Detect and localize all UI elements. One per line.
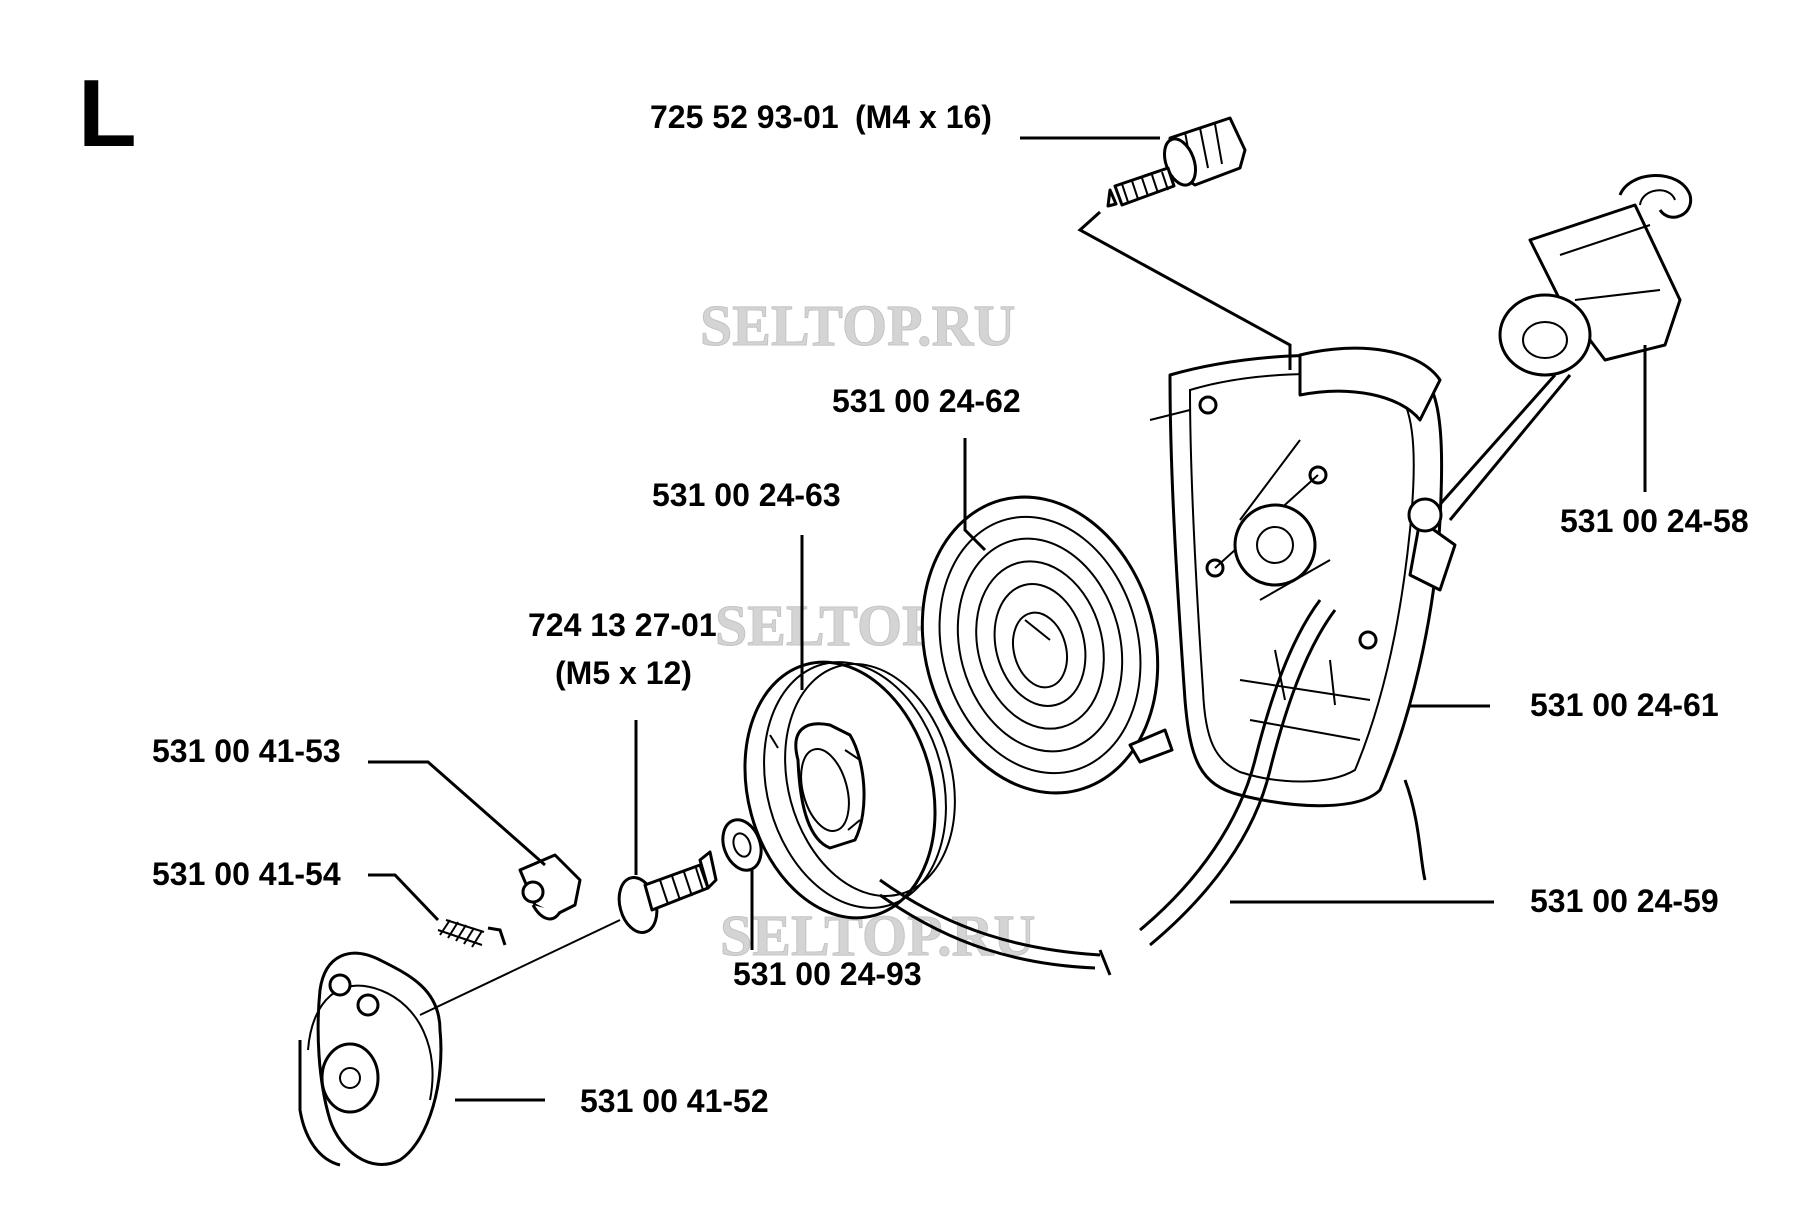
housing-drawing — [1149, 346, 1457, 881]
hub-drawing — [298, 951, 443, 1167]
section-letter: L — [78, 60, 137, 167]
cord-drawing — [879, 599, 1337, 976]
part-label-725-52-93-01: 725 52 93-01 — [650, 99, 839, 135]
part-label-531-00-41-53: 531 00 41-53 — [152, 733, 341, 769]
part-label-531-00-24-58: 531 00 24-58 — [1560, 503, 1749, 539]
spring-drawing — [920, 495, 1174, 795]
screw-drawing — [617, 850, 718, 934]
part-label-531-00-24-59: 531 00 24-59 — [1530, 883, 1719, 919]
part-label-531-00-24-62: 531 00 24-62 — [832, 383, 1021, 419]
part-label-531-00-24-61: 531 00 24-61 — [1530, 687, 1719, 723]
part-label-531-00-24-93: 531 00 24-93 — [733, 956, 922, 992]
leader-lines — [368, 136, 1647, 1102]
pawl-spring-drawing — [437, 919, 507, 948]
part-labels: 725 52 93-01 (M4 x 16) 531 00 24-62 531 … — [152, 99, 1749, 1119]
washer-drawing — [721, 818, 763, 872]
part-label-724-13-27-01: 724 13 27-01 — [528, 607, 717, 643]
pulley-drawing — [743, 660, 956, 920]
part-label-531-00-41-52: 531 00 41-52 — [580, 1083, 769, 1119]
part-spec-m5x12: (M5 x 12) — [555, 655, 692, 691]
handle-drawing — [1433, 174, 1693, 521]
watermark-top: SELTOP.RU — [700, 293, 1015, 358]
bolt-top-drawing — [1106, 116, 1247, 208]
part-label-531-00-24-63: 531 00 24-63 — [652, 477, 841, 513]
part-label-531-00-41-54: 531 00 41-54 — [152, 856, 341, 892]
pawl-drawing — [518, 853, 582, 921]
part-spec-m4x16: (M4 x 16) — [855, 99, 992, 135]
assembly-axis-line — [419, 919, 621, 1016]
